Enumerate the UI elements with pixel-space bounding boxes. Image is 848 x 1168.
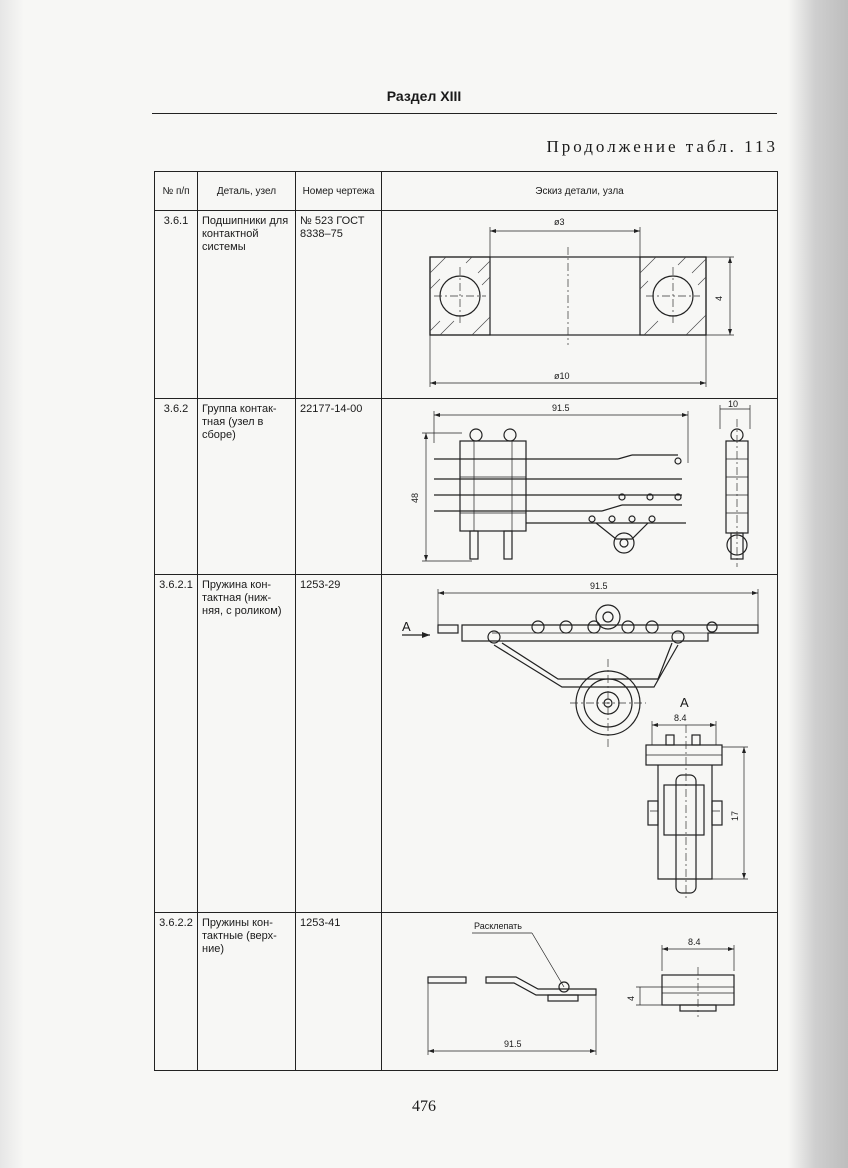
row-part: Пружины кон-тактные (верх-ние) [197, 912, 296, 1071]
dim-width: 4 [714, 296, 724, 301]
row-part: Подшипники для контактной системы [197, 210, 296, 399]
sketch-lower-spring: 91.5 A [381, 574, 778, 913]
col-header-drawing: Номер чертежа [295, 171, 382, 211]
row-number: 3.6.2 [154, 398, 198, 575]
upper-springs-drawing: Расклепать 91.5 [427, 921, 735, 1055]
row-number: 3.6.2.2 [154, 912, 198, 1071]
table-row: 3.6.2.1 Пружина кон-тактная (ниж-няя, с … [154, 574, 778, 913]
rivets [487, 604, 718, 644]
dim-view-width: 8.4 [674, 713, 687, 723]
row-drawing: 1253-29 [295, 574, 382, 913]
dim-side-width: 10 [728, 399, 738, 409]
dim-side-width: 8.4 [688, 937, 701, 947]
row-number: 3.6.2.1 [154, 574, 198, 913]
dim-outer-diameter: ø10 [554, 371, 570, 381]
dim-length: 91.5 [552, 403, 570, 413]
header-rule [152, 113, 777, 114]
col-header-number: № п/п [154, 171, 198, 211]
right-race-hatch [639, 256, 707, 336]
sketch-upper-springs: Расклепать 91.5 [381, 912, 778, 1071]
dim-inner-diameter: ø3 [554, 217, 565, 227]
row-number: 3.6.1 [154, 210, 198, 399]
parts-table: № п/п Деталь, узел Номер чертежа Эскиз д… [154, 171, 778, 1071]
table-row: 3.6.2.2 Пружины кон-тактные (верх-ние) 1… [154, 912, 778, 1071]
row-part: Пружина кон-тактная (ниж-няя, с роликом) [197, 574, 296, 913]
dim-height: 48 [410, 493, 420, 503]
view-arrow-label: A [402, 619, 411, 634]
row-drawing: № 523 ГОСТ 8338–75 [295, 210, 382, 399]
table-header-row: № п/п Деталь, узел Номер чертежа Эскиз д… [154, 171, 778, 211]
dim-side-height: 4 [626, 996, 636, 1001]
view-a-title: A [680, 695, 689, 710]
table-continuation-caption: Продолжение табл. 113 [546, 137, 778, 156]
binding-shadow [788, 0, 848, 1168]
contact-springs [434, 454, 686, 524]
row-part: Группа контак-тная (узел в сборе) [197, 398, 296, 575]
table-row: 3.6.2 Группа контак-тная (узел в сборе) … [154, 398, 778, 575]
row-drawing: 22177-14-00 [295, 398, 382, 575]
table-row: 3.6.1 Подшипники для контактной системы … [154, 210, 778, 399]
left-race-hatch [429, 256, 491, 336]
dim-length: 91.5 [590, 581, 608, 591]
page-edge-shade [0, 0, 24, 1168]
bearing-drawing: ø3 [429, 217, 734, 387]
dim-view-height: 17 [730, 811, 740, 821]
col-header-part: Деталь, узел [197, 171, 296, 211]
lower-spring-drawing: 91.5 A [402, 581, 759, 901]
page-number: 476 [412, 1098, 436, 1115]
dim-length: 91.5 [504, 1039, 522, 1049]
row-drawing: 1253-41 [295, 912, 382, 1071]
rivet-note: Расклепать [474, 921, 522, 931]
contact-group-drawing: 91.5 48 [410, 399, 751, 567]
section-title: Раздел XIII [386, 88, 462, 104]
sketch-contact-group: 91.5 48 [381, 398, 778, 575]
col-header-sketch: Эскиз детали, узла [381, 171, 778, 211]
sketch-bearing: ø3 [381, 210, 778, 399]
